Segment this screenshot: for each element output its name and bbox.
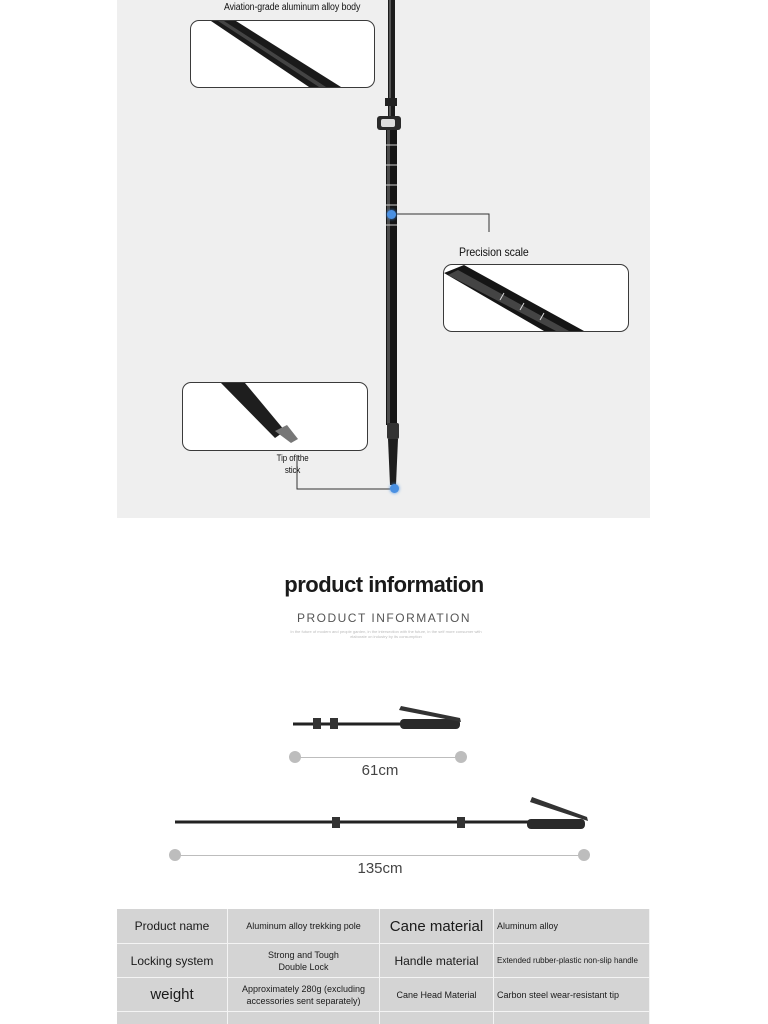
tip-marker-dot	[390, 484, 399, 493]
scale-marker-dot	[387, 210, 396, 219]
spec-value-locking-system: Strong and Tough Double Lock	[228, 944, 380, 978]
spec-row-partial-cell	[117, 1012, 228, 1024]
spec-label-cane-material: Cane material	[380, 909, 494, 944]
folded-dim-line	[295, 757, 461, 758]
section-title: product information	[284, 572, 484, 597]
spec-label-cane-head-material: Cane Head Material	[380, 978, 494, 1012]
extended-pole-image	[175, 797, 588, 829]
spec-label-handle-material: Handle material	[380, 944, 494, 978]
extended-dim-end	[578, 849, 590, 861]
folded-pole-image	[293, 706, 461, 729]
spec-value-cane-material: Aluminum alloy	[494, 909, 650, 944]
feature-panel: Aviation-grade aluminum alloy body Preci…	[117, 0, 650, 518]
spec-value-weight: Approximately 280g (excluding accessorie…	[228, 978, 380, 1012]
spec-label-weight: weight	[117, 978, 228, 1012]
spec-value-cane-head-material: Carbon steel wear-resistant tip	[494, 978, 650, 1012]
folded-dim-end	[455, 751, 467, 763]
tip-detail-image	[182, 382, 368, 451]
folded-length: 61cm	[361, 762, 399, 779]
spec-row-partial-cell	[380, 1012, 494, 1024]
section-subtitle: PRODUCT INFORMATION	[296, 611, 472, 625]
extended-dim-line	[175, 855, 584, 856]
scale-detail-image	[443, 264, 629, 332]
body-callout-label: Aviation-grade aluminum alloy body	[224, 2, 361, 13]
spec-table: Product name Aluminum alloy trekking pol…	[117, 909, 650, 1024]
trekking-pole-illustration	[296, 0, 490, 490]
body-detail-image	[190, 20, 375, 88]
spec-value-handle-material: Extended rubber-plastic non-slip handle	[494, 944, 650, 978]
spec-row-partial-cell	[494, 1012, 650, 1024]
spec-label-product-name: Product name	[117, 909, 228, 944]
spec-label-locking-system: Locking system	[117, 944, 228, 978]
scale-callout-label: Precision scale	[459, 245, 529, 259]
tip-callout-label: Tip of the stick	[276, 453, 309, 475]
spec-value-product-name: Aluminum alloy trekking pole	[228, 909, 380, 944]
section-tagline: In the future of modern and people garde…	[290, 629, 482, 639]
extended-length: 135cm	[357, 860, 403, 877]
spec-row-partial-cell	[228, 1012, 380, 1024]
